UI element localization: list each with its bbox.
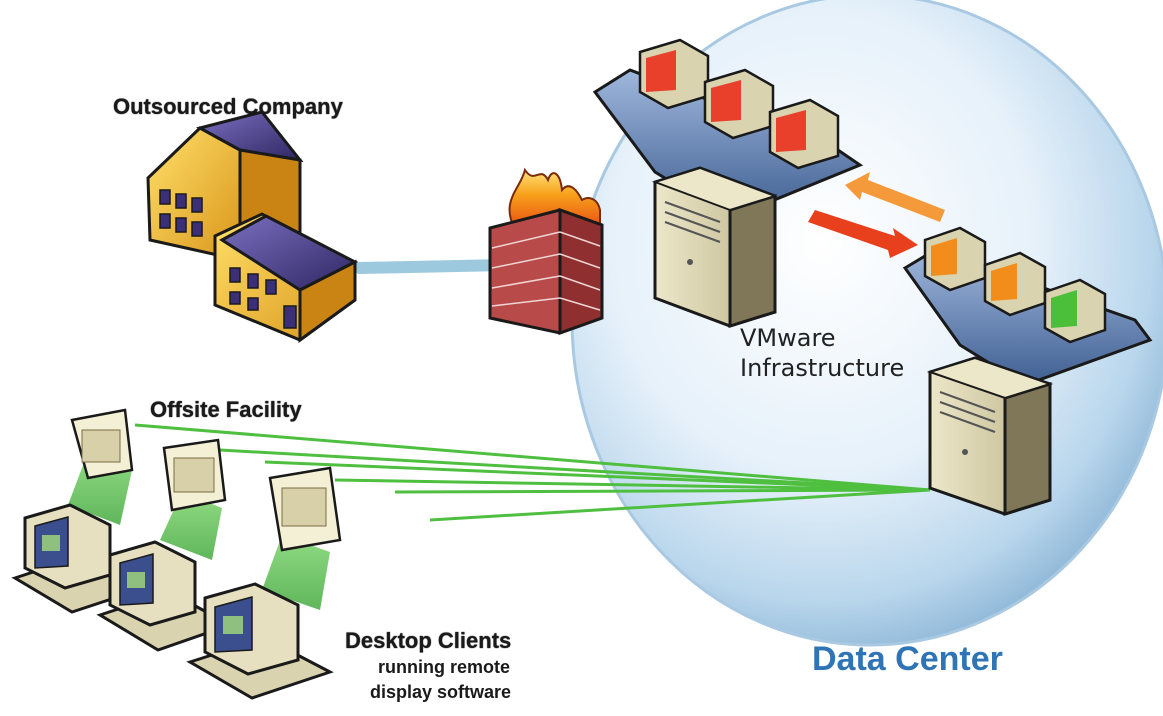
label-data-center: Data Center [812,640,1003,678]
server-host-top [592,38,864,220]
offsite-screen-1 [68,408,134,525]
server-icon-2 [926,356,1054,517]
server-host-right [902,226,1153,387]
firewall-icon [488,167,604,336]
desktop-icon-3 [186,582,334,700]
label-desktop-clients: Desktop Clients [345,628,512,653]
server-icon [651,166,779,329]
label-infrastructure: Infrastructure [740,354,905,382]
vm-screen-red-2 [703,68,775,140]
vm-screen-green [1043,278,1107,344]
vm-screen-orange-2 [983,251,1047,317]
sync-arrows [808,172,945,258]
label-offsite-facility: Offsite Facility [150,397,302,422]
label-outsourced-company: Outsourced Company [113,94,343,119]
label-display-software: display software [370,682,512,702]
building-icon [146,110,359,343]
offsite-screen-2 [160,438,227,560]
vm-screen-red-3 [768,98,840,170]
vm-screen-orange-1 [923,226,987,292]
offsite-connection-lines [134,423,931,522]
label-vmware: VMware [740,324,836,352]
label-running-remote: running remote [378,657,511,677]
offsite-screen-3 [262,466,342,610]
vm-screen-red-1 [638,38,710,110]
network-link [354,259,511,274]
